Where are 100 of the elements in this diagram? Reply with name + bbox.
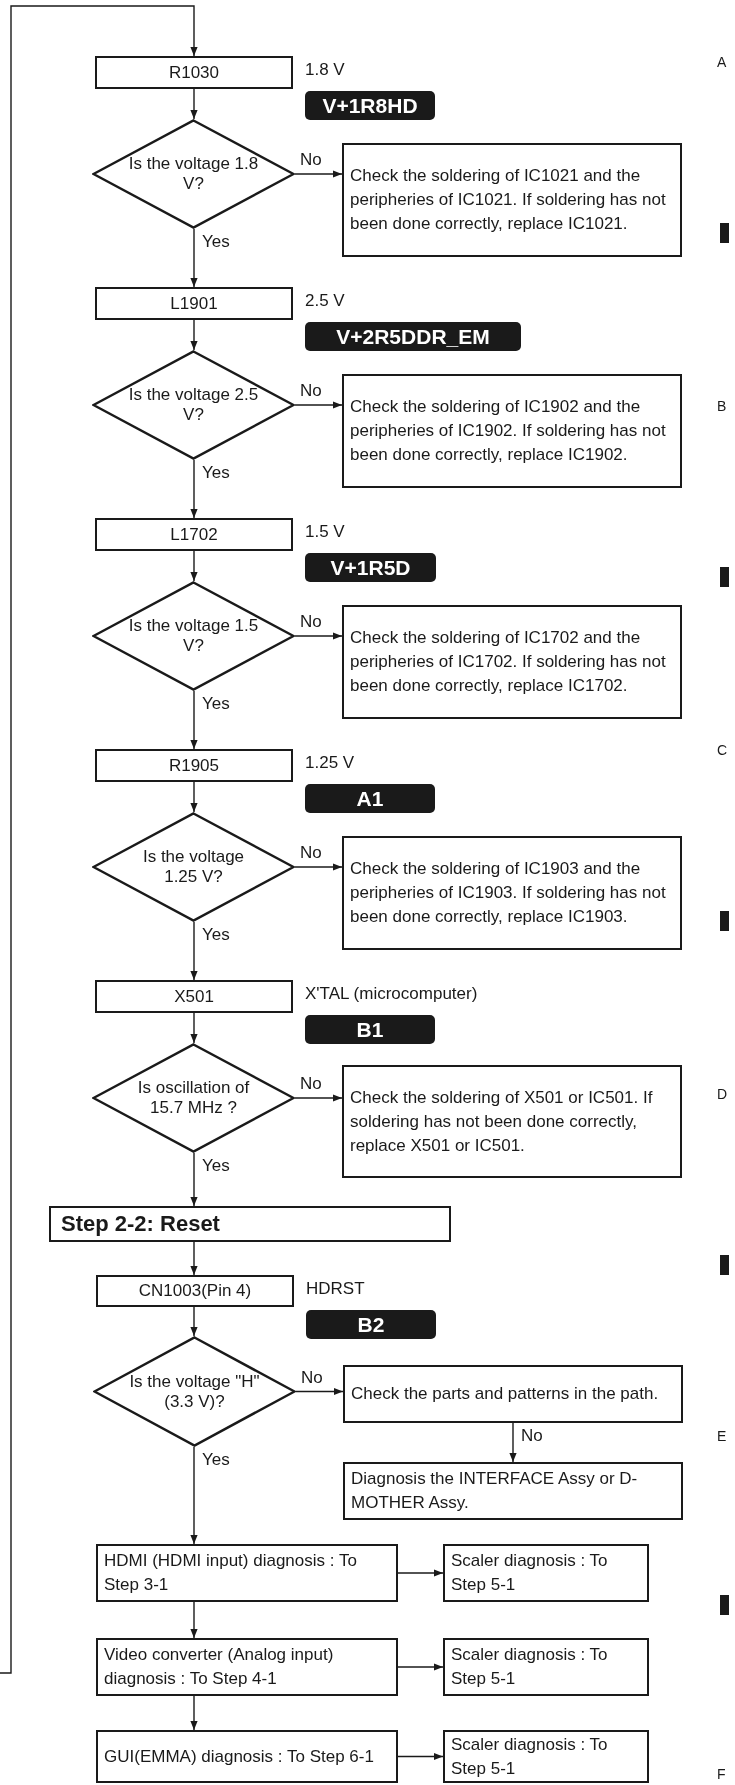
arrow: [190, 88, 198, 120]
component-box: [95, 518, 293, 551]
decision-diamond: [92, 350, 295, 460]
process-box: [343, 1365, 683, 1423]
loop-back-arrow: [0, 5, 198, 1674]
node-text: CN1003(Pin 4): [137, 1279, 253, 1302]
node-text: Scaler diagnosis : To Step 5-1: [451, 1643, 609, 1690]
arrow: [190, 690, 198, 750]
process-box: [96, 1638, 398, 1696]
process-box: [342, 836, 682, 950]
process-box: [342, 143, 682, 257]
process-box: [96, 1730, 398, 1783]
component-box: [95, 980, 293, 1013]
node-text: Is oscillation of 15.7 MHz ?: [136, 1077, 251, 1119]
node-text: Check the soldering of IC1903 and the peripheries of IC1903. If soldering has not been done correctly, replace IC1903.: [350, 857, 667, 929]
arrow: [294, 401, 343, 409]
signal-name-badge: V+2R5DDR_EM: [305, 322, 521, 351]
arrow: [294, 863, 343, 871]
decision-diamond: [92, 1043, 295, 1153]
arrow: [190, 228, 198, 288]
grid-reference-letter: D: [717, 1086, 728, 1102]
signal-name-badge: B2: [306, 1310, 436, 1339]
arrow: [190, 1152, 198, 1207]
edge-label: No: [300, 843, 322, 863]
edge-label: Yes: [202, 925, 230, 945]
signal-value: 2.5 V: [305, 291, 345, 311]
component-box: [95, 749, 293, 782]
decision-diamond: [92, 812, 295, 922]
node-text: Is the voltage 1.8 V?: [127, 153, 260, 195]
edge-label: No: [300, 381, 322, 401]
node-text: Check the soldering of IC1902 and the peripheries of IC1902. If soldering has not been done correctly, replace IC1902.: [350, 395, 667, 467]
node-text: X501: [173, 985, 215, 1008]
arrow: [190, 1306, 198, 1337]
process-box: [342, 374, 682, 488]
node-text: R1905: [167, 754, 221, 777]
edge-label: No: [301, 1367, 323, 1388]
node-text: Scaler diagnosis : To Step 5-1: [451, 1549, 609, 1596]
arrow: [190, 1695, 198, 1731]
arrow: [190, 921, 198, 981]
node-text: HDMI (HDMI input) diagnosis : To Step 3-1: [104, 1549, 358, 1596]
step-header-box: [49, 1206, 451, 1242]
component-box: [95, 56, 293, 89]
arrow: [509, 1422, 517, 1463]
edge-label: Yes: [202, 694, 230, 714]
signal-name-badge: B1: [305, 1015, 435, 1044]
process-box: [443, 1544, 649, 1602]
node-text: Check the soldering of X501 or IC501. If soldering has not been done correctly, replace X501 or IC501.: [350, 1086, 654, 1157]
arrow: [295, 1387, 344, 1396]
signal-name-badge: V+1R8HD: [305, 91, 435, 120]
node-text: Scaler diagnosis : To Step 5-1: [451, 1733, 609, 1780]
signal-value: 1.8 V: [305, 60, 345, 80]
node-text: Is the voltage "H" (3.3 V)?: [128, 1371, 261, 1412]
edge-label: Yes: [202, 232, 230, 252]
node-text: Is the voltage 1.25 V?: [141, 846, 246, 888]
edge-label: Yes: [202, 1156, 230, 1176]
arrow: [190, 1446, 198, 1545]
process-box: [443, 1730, 649, 1783]
edge-label: No: [300, 150, 322, 170]
node-text: Check the soldering of IC1021 and the peripheries of IC1021. If soldering has not been done correctly, replace IC1021.: [350, 164, 667, 236]
node-text: L1901: [169, 292, 219, 315]
grid-reference-letter: A: [717, 54, 727, 70]
edge-label: No: [300, 612, 322, 632]
edge-label: Yes: [202, 463, 230, 483]
arrow: [190, 319, 198, 351]
arrow: [190, 1601, 198, 1639]
decision-diamond: [92, 119, 295, 229]
arrow: [190, 1012, 198, 1044]
process-box: [96, 1544, 398, 1602]
signal-name-badge: V+1R5D: [305, 553, 436, 582]
edge-label: No: [521, 1426, 543, 1446]
arrow: [397, 1569, 444, 1577]
component-box: [96, 1275, 294, 1307]
grid-reference-letter: F: [717, 1766, 726, 1782]
node-text: R1030: [167, 61, 221, 84]
arrow: [294, 170, 343, 178]
grid-reference-letter: C: [717, 742, 728, 758]
node-text: Check the soldering of IC1702 and the peripheries of IC1702. If soldering has not been done correctly, replace IC1702.: [350, 626, 667, 698]
decision-diamond: [93, 1336, 296, 1447]
node-text: Is the voltage 2.5 V?: [127, 384, 260, 426]
signal-value: 1.5 V: [305, 522, 345, 542]
signal-value: X'TAL (microcomputer): [305, 984, 478, 1004]
grid-reference-letter: E: [717, 1428, 727, 1444]
node-text: L1702: [169, 523, 219, 546]
node-text: Check the parts and patterns in the path.: [351, 1382, 660, 1405]
node-text: GUI(EMMA) diagnosis : To Step 6-1: [104, 1745, 375, 1768]
arrow: [190, 1241, 198, 1276]
arrow: [190, 550, 198, 582]
arrow: [294, 632, 343, 640]
arrow: [190, 459, 198, 519]
node-text: Video converter (Analog input) diagnosis : To Step 4-1: [104, 1643, 335, 1690]
node-text: Diagnosis the INTERFACE Assy or D-MOTHER Assy.: [351, 1467, 639, 1514]
arrow: [397, 1663, 444, 1671]
grid-reference-letter: B: [717, 398, 727, 414]
node-text: Is the voltage 1.5 V?: [127, 615, 260, 657]
arrow: [294, 1094, 343, 1102]
step-heading: Step 2-2: Reset: [61, 1210, 221, 1239]
process-box: [343, 1462, 683, 1520]
edge-label: Yes: [202, 1450, 230, 1470]
process-box: [342, 605, 682, 719]
decision-diamond: [92, 581, 295, 691]
